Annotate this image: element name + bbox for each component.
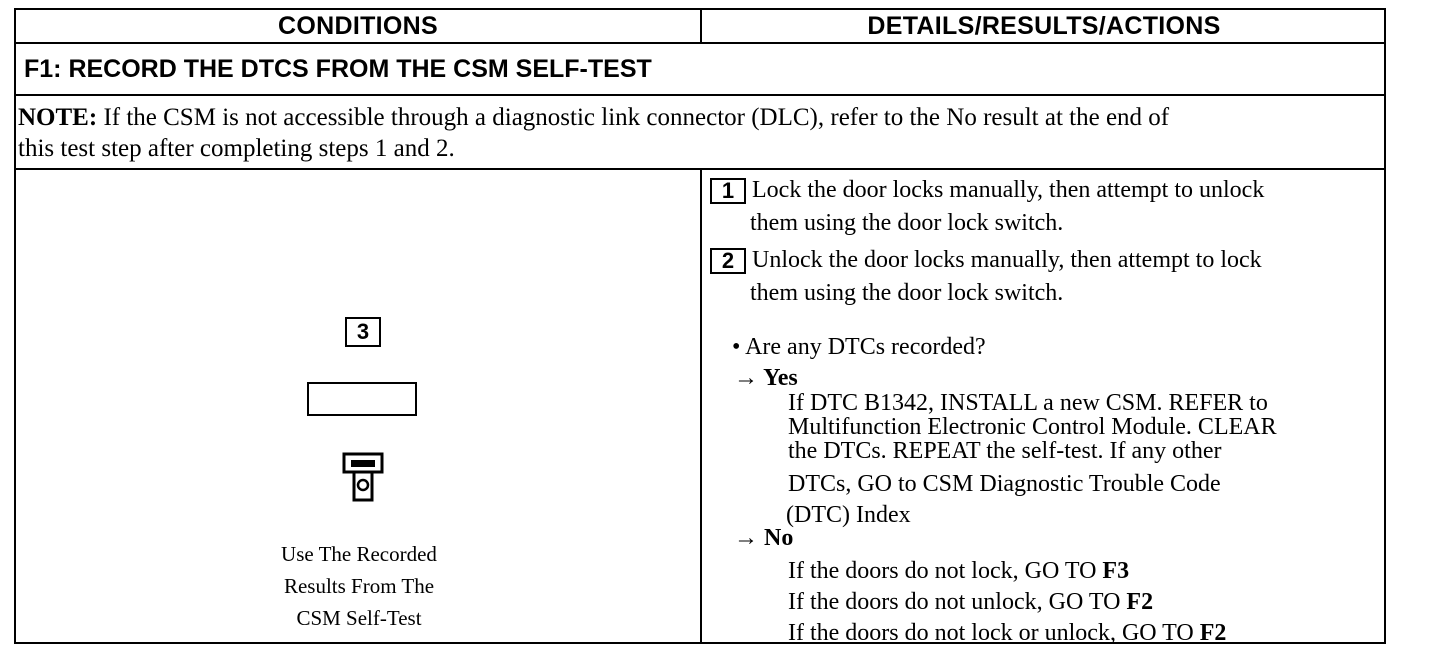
no-line-3: If the doors do not lock or unlock, GO T… [788, 620, 1227, 646]
table-header-row: CONDITIONS DETAILS/RESULTS/ACTIONS [16, 10, 1384, 44]
step-title: F1: RECORD THE DTCS FROM THE CSM SELF-TE… [16, 44, 1384, 96]
step-1-number: 1 [710, 178, 746, 204]
yes-line-4: DTCs, GO to CSM Diagnostic Trouble Code [788, 471, 1221, 497]
actions-cell: 1 Lock the door locks manually, then att… [702, 170, 1386, 646]
yes-line-3: the DTCs. REPEAT the self-test. If any o… [788, 438, 1222, 464]
step-2-line1: Unlock the door locks manually, then att… [752, 247, 1262, 273]
note-label: NOTE: [18, 104, 98, 131]
yes-line-1: If DTC B1342, INSTALL a new CSM. REFER t… [788, 390, 1268, 416]
no-line-2: If the doors do not unlock, GO TO F2 [788, 589, 1154, 615]
details-header: DETAILS/RESULTS/ACTIONS [867, 11, 1221, 40]
yes-line-2: Multifunction Electronic Control Module.… [788, 414, 1277, 440]
note-text-line2: this test step after completing steps 1 … [18, 135, 455, 162]
caption-line-2: Results From The [283, 574, 435, 598]
caption-line-1: Use The Recorded [281, 542, 437, 566]
conditions-header: CONDITIONS [16, 10, 702, 42]
caption-line-3: CSM Self-Test [296, 606, 422, 630]
note-block: NOTE: If the CSM is not accessible throu… [16, 96, 1384, 170]
step-number-box: 3 [345, 317, 381, 347]
yes-label: → Yes [734, 365, 798, 391]
conditions-cell: 3 Use The Recorded Results From The CSM … [16, 170, 702, 644]
no-label: → No [734, 525, 794, 551]
question-text: • Are any DTCs recorded? [732, 334, 986, 360]
step-1-line1: Lock the door locks manually, then attem… [752, 177, 1265, 203]
step-1-line2: them using the door lock switch. [750, 210, 1064, 236]
connector-plug-icon [342, 452, 384, 502]
note-text-line1: If the CSM is not accessible through a d… [97, 104, 1170, 131]
step-2-number: 2 [710, 248, 746, 274]
yes-line-5: (DTC) Index [786, 502, 911, 528]
display-screen-icon [307, 382, 417, 416]
no-line-2-target: F2 [1126, 589, 1154, 615]
no-line-1: If the doors do not lock, GO TO F3 [788, 558, 1130, 584]
step-2-line2: them using the door lock switch. [750, 280, 1064, 306]
diagnostic-table: CONDITIONS DETAILS/RESULTS/ACTIONS F1: R… [14, 8, 1386, 646]
no-line-3-target: F2 [1199, 620, 1227, 646]
no-line-1-target: F3 [1102, 558, 1130, 584]
